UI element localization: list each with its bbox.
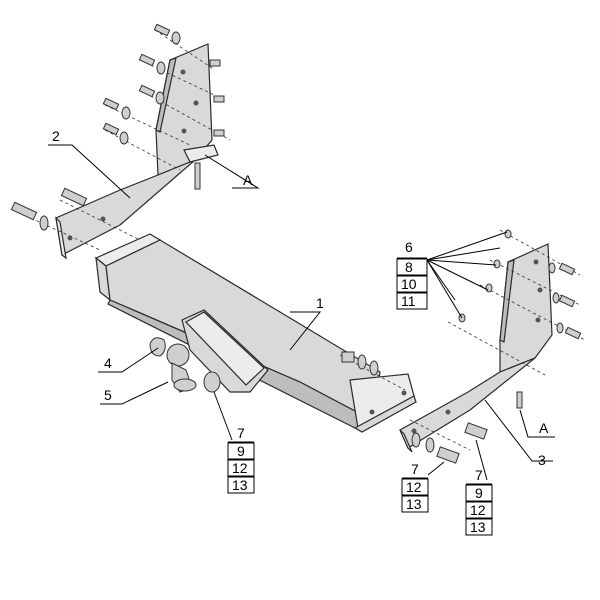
- right-bracket-bolts: [409, 229, 586, 464]
- stack-lower-right-3: 13: [470, 519, 486, 535]
- stack-lower-left-2: 13: [406, 496, 422, 512]
- callout-5: 5: [104, 387, 112, 403]
- socket-plate: [149, 337, 166, 357]
- callout-a-top: A: [243, 172, 253, 188]
- stack-lower-left-bolt: 7 12 13: [401, 461, 429, 513]
- tow-ball: [166, 343, 221, 393]
- stack-upper-right: 6 8 10 11: [396, 239, 428, 310]
- stack-upper-right-3: 11: [401, 293, 416, 309]
- stack-lower-right-2: 12: [470, 502, 486, 518]
- stack-lower-left-1: 12: [406, 479, 422, 495]
- left-bracket: [55, 43, 213, 260]
- main-cross-beam: [94, 233, 417, 433]
- stack-ball-mount-2: 12: [232, 460, 248, 476]
- stack-upper-right-2: 10: [401, 276, 417, 292]
- stack-ball-mount-3: 13: [232, 477, 248, 493]
- stack-lower-right-0: 7: [475, 467, 483, 483]
- beam-right-hardware: [339, 351, 406, 391]
- stack-lower-right-1: 9: [475, 485, 483, 501]
- stack-ball-mount-1: 9: [237, 443, 245, 459]
- callout-a-right: A: [539, 420, 549, 436]
- callout-2: 2: [52, 128, 60, 144]
- stack-upper-right-1: 8: [405, 259, 413, 275]
- callout-4: 4: [104, 355, 112, 371]
- stack-lower-left-0: 7: [411, 461, 419, 477]
- stack-upper-right-0: 6: [405, 239, 413, 255]
- left-bracket-bolts: [10, 23, 231, 274]
- right-bracket: [399, 243, 553, 453]
- stack-ball-mount-0: 7: [237, 425, 245, 441]
- clamp-plate-a-top: [183, 144, 219, 190]
- stack-ball-mount: 7 9 12 13: [227, 425, 255, 494]
- stack-lower-right-bolt: 7 9 12 13: [465, 467, 493, 536]
- callouts: 2 1 A 4 5 A 3: [52, 128, 549, 468]
- callout-1: 1: [316, 295, 324, 311]
- ball-mount-plate: [181, 309, 269, 393]
- leader-lines: [48, 144, 555, 481]
- callout-3: 3: [538, 452, 546, 468]
